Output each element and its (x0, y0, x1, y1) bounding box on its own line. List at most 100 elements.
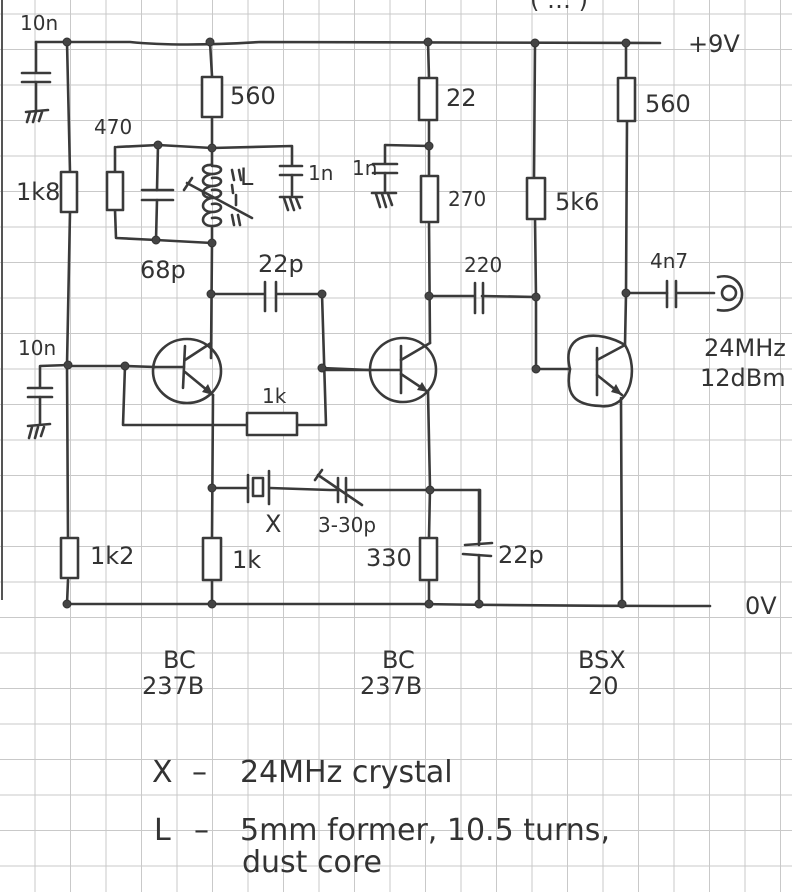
label-1k8: 1k8 (16, 178, 60, 206)
q2-type-line2: 237B (360, 672, 422, 700)
label-560-q3: 560 (645, 90, 691, 118)
note-crystal-text: 24MHz crystal (240, 755, 453, 790)
junction-dot (531, 292, 541, 302)
trimmer-capacitor-icon (313, 468, 364, 507)
capacitor-1n-q2 (370, 143, 431, 209)
junction-dot (531, 364, 541, 374)
junction-dot (120, 361, 130, 371)
capacitor-10n-top (20, 40, 52, 124)
q1-collector-wire (208, 40, 214, 360)
junction-dot (423, 37, 433, 47)
transistor-label-q1: BC 237B (142, 646, 204, 700)
label-270: 270 (448, 187, 486, 211)
bias-wire (65, 40, 72, 606)
note-inductor-text: 5mm former, 10.5 turns, (240, 813, 610, 848)
title-partial: ( … ) (530, 0, 588, 14)
capacitor-10n-base (26, 363, 70, 440)
crystal-icon (210, 469, 482, 542)
label-22p-coupling: 22p (258, 250, 304, 278)
junction-dot (530, 38, 540, 48)
junction-dot (62, 37, 72, 47)
ground-icon (24, 108, 50, 124)
label-68p: 68p (140, 256, 186, 284)
junction-dot (62, 599, 72, 609)
junction-dot (207, 483, 217, 493)
label-output-level: 12dBm (700, 364, 786, 392)
resistor-270 (419, 174, 440, 224)
capacitor-4n7-output (624, 279, 716, 309)
inductor-coil-icon (182, 148, 254, 245)
label-22: 22 (446, 84, 477, 112)
note-crystal-key: X (152, 755, 173, 790)
junction-dot (206, 289, 216, 299)
label-330: 330 (366, 544, 412, 572)
resistor-1k2 (59, 536, 80, 580)
ground-icon (278, 195, 304, 212)
q1-type-line1: BC (163, 646, 196, 674)
junction-dot (424, 599, 434, 609)
transistor-label-q3: BSX 20 (578, 646, 626, 700)
positive-rail (34, 40, 662, 46)
junction-dot (621, 38, 631, 48)
label-1k2: 1k2 (90, 542, 134, 570)
resistor-1k-emitter (201, 536, 223, 582)
transistor-q3-icon (567, 334, 634, 408)
resistor-330 (418, 536, 439, 582)
transistor-q1-icon (151, 337, 223, 405)
junction-dot (474, 599, 484, 609)
capacitor-220-coupling (427, 281, 538, 315)
junction-dot (424, 291, 434, 301)
label-5k6: 5k6 (555, 188, 599, 216)
q2-type-line1: BC (382, 646, 415, 674)
transistor-label-q2: BC 237B (360, 646, 422, 700)
note-inductor: L – 5mm former, 10.5 turns, dust core (154, 813, 610, 880)
resistor-1k-feedback (245, 411, 299, 437)
junction-dot (207, 143, 217, 153)
label-4n7: 4n7 (650, 249, 688, 273)
q3-type-line1: BSX (578, 646, 626, 674)
transistor-q2-icon (320, 336, 438, 404)
note-inductor-continuation: dust core (242, 845, 382, 880)
label-trimmer: 3-30p (318, 513, 376, 537)
junction-dot (317, 289, 327, 299)
resistor-22 (417, 76, 439, 122)
label-10n-top: 10n (20, 11, 58, 35)
label-inductor: L (240, 163, 254, 191)
resistor-5k6 (525, 176, 547, 221)
junction-dot (205, 37, 215, 47)
label-output-freq: 24MHz (704, 334, 786, 362)
junction-dot (207, 238, 217, 248)
label-crystal: X (265, 510, 281, 538)
note-inductor-key: L (154, 813, 171, 848)
positive-rail-label: +9V (688, 30, 740, 58)
ground-rail (65, 602, 712, 608)
junction-dot (63, 360, 73, 370)
resistor-470 (105, 170, 125, 212)
label-1n-q2: 1n (352, 156, 377, 180)
capacitor-22p-emitter (461, 488, 494, 606)
ground-icon (370, 191, 398, 209)
output-connector-icon[interactable] (716, 275, 744, 312)
label-1k-feedback: 1k (262, 384, 287, 408)
label-22p-emitter: 22p (498, 541, 544, 569)
note-crystal-dash: – (192, 755, 207, 790)
tank-circuit (105, 143, 304, 245)
ground-icon (26, 422, 52, 440)
junction-dots (62, 37, 631, 609)
label-470: 470 (94, 115, 132, 139)
q3-bias-wire (532, 41, 572, 371)
junction-dot (424, 141, 434, 151)
q3-emitter-wire (619, 396, 624, 606)
junction-dot (153, 140, 163, 150)
junction-dot (425, 485, 435, 495)
junction-dot (617, 599, 627, 609)
note-crystal: X – 24MHz crystal (152, 755, 453, 790)
resistor-1k8 (59, 170, 79, 214)
q3-type-line2: 20 (588, 672, 619, 700)
resistor-560-q1 (200, 75, 224, 119)
capacitor-22p-coupling (209, 280, 324, 313)
note-inductor-dash: – (194, 813, 209, 848)
q1-type-line2: 237B (142, 672, 204, 700)
label-560-q1: 560 (230, 82, 276, 110)
